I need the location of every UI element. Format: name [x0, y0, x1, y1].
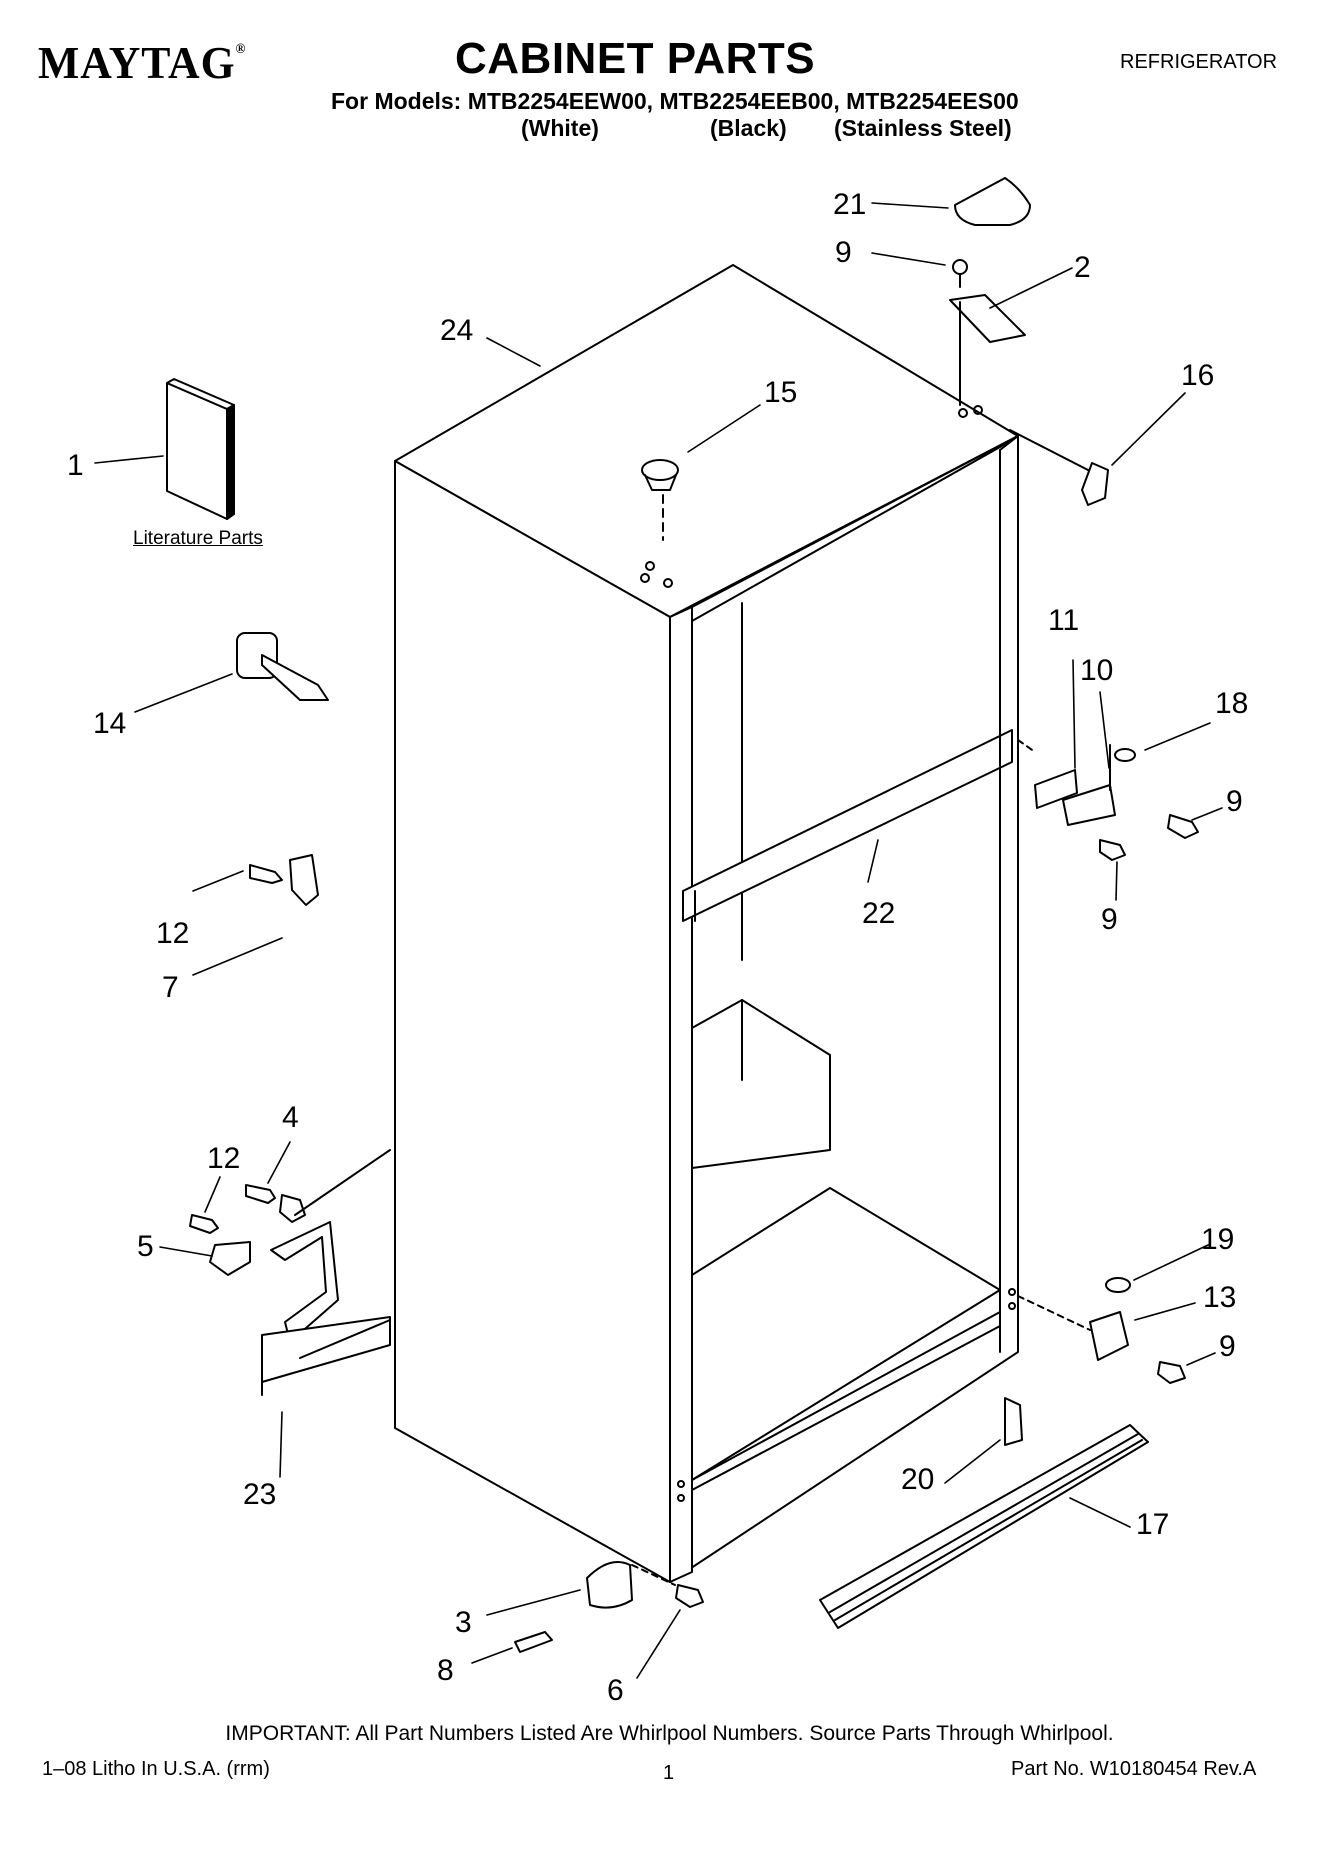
callout-3: 3 — [455, 1606, 472, 1639]
variant-white: (White) — [521, 115, 599, 141]
appliance-category: REFRIGERATOR — [1120, 51, 1278, 73]
callout-19: 19 — [1201, 1223, 1234, 1256]
bottom-hinge-assembly — [514, 1561, 704, 1653]
variant-stainless: (Stainless Steel) — [834, 115, 1012, 141]
callout-21: 21 — [833, 188, 866, 221]
callout-9-top: 9 — [835, 236, 852, 269]
callout-1: 1 — [67, 449, 84, 482]
grille-and-clip — [819, 1397, 1149, 1629]
models-line: For Models: MTB2254EEW00, MTB2254EEB00, … — [331, 88, 1019, 114]
page-title: CABINET PARTS — [455, 34, 816, 83]
callout-15: 15 — [764, 376, 797, 409]
callout-9-lower: 9 — [1219, 1330, 1236, 1363]
part-number: Part No. W10180454 Rev.A — [1011, 1758, 1257, 1780]
top-plug — [641, 459, 679, 541]
callout-12-upper: 12 — [156, 917, 189, 950]
hinge-cover-cap — [954, 177, 1031, 226]
brand-name: MAYTAG — [38, 37, 236, 88]
callout-24: 24 — [440, 314, 473, 347]
callout-10: 10 — [1080, 654, 1113, 687]
center-hinge-assembly — [1017, 739, 1199, 861]
litho-info: 1–08 Litho In U.S.A. (rrm) — [42, 1758, 270, 1780]
callout-20: 20 — [901, 1463, 934, 1496]
callout-11: 11 — [1048, 604, 1079, 637]
callout-16: 16 — [1181, 359, 1214, 392]
lower-hinge-assembly — [189, 1149, 391, 1396]
callout-6: 6 — [607, 1674, 624, 1707]
callout-labels: 1 2 3 4 5 6 7 8 9 9 9 9 10 11 12 12 13 1… — [67, 188, 1248, 1707]
page-number: 1 — [663, 1762, 675, 1784]
callout-9-center-right: 9 — [1226, 785, 1243, 818]
callout-17: 17 — [1136, 1508, 1169, 1541]
brand-logo: MAYTAG® — [38, 36, 246, 89]
callout-5: 5 — [137, 1230, 154, 1263]
lower-right-hinge-assembly — [1017, 1277, 1186, 1384]
callout-7: 7 — [162, 971, 179, 1004]
variant-black: (Black) — [710, 115, 787, 141]
cabinet-crossbar — [682, 729, 1013, 922]
top-clip — [1081, 462, 1109, 506]
callout-2: 2 — [1074, 251, 1091, 284]
callout-4: 4 — [282, 1101, 299, 1134]
literature-parts-label: Literature Parts — [133, 528, 263, 549]
top-hinge — [949, 294, 1026, 406]
important-notice: IMPORTANT: All Part Numbers Listed Are W… — [225, 1722, 1114, 1745]
callout-23: 23 — [243, 1478, 276, 1511]
callout-22: 22 — [862, 897, 895, 930]
leveling-leg — [236, 632, 329, 701]
callout-leaders — [94, 202, 1223, 1679]
registered-mark: ® — [235, 42, 247, 57]
callout-13: 13 — [1203, 1281, 1236, 1314]
callout-8: 8 — [437, 1654, 454, 1687]
callout-9-center-bottom: 9 — [1101, 903, 1118, 936]
callout-12-lower: 12 — [207, 1142, 240, 1175]
literature-booklet — [166, 378, 235, 520]
cabinet — [394, 264, 1019, 1583]
callout-14: 14 — [93, 707, 126, 740]
top-hinge-screw — [952, 259, 968, 288]
screw-and-clip-set — [249, 854, 319, 906]
callout-18: 18 — [1215, 687, 1248, 720]
